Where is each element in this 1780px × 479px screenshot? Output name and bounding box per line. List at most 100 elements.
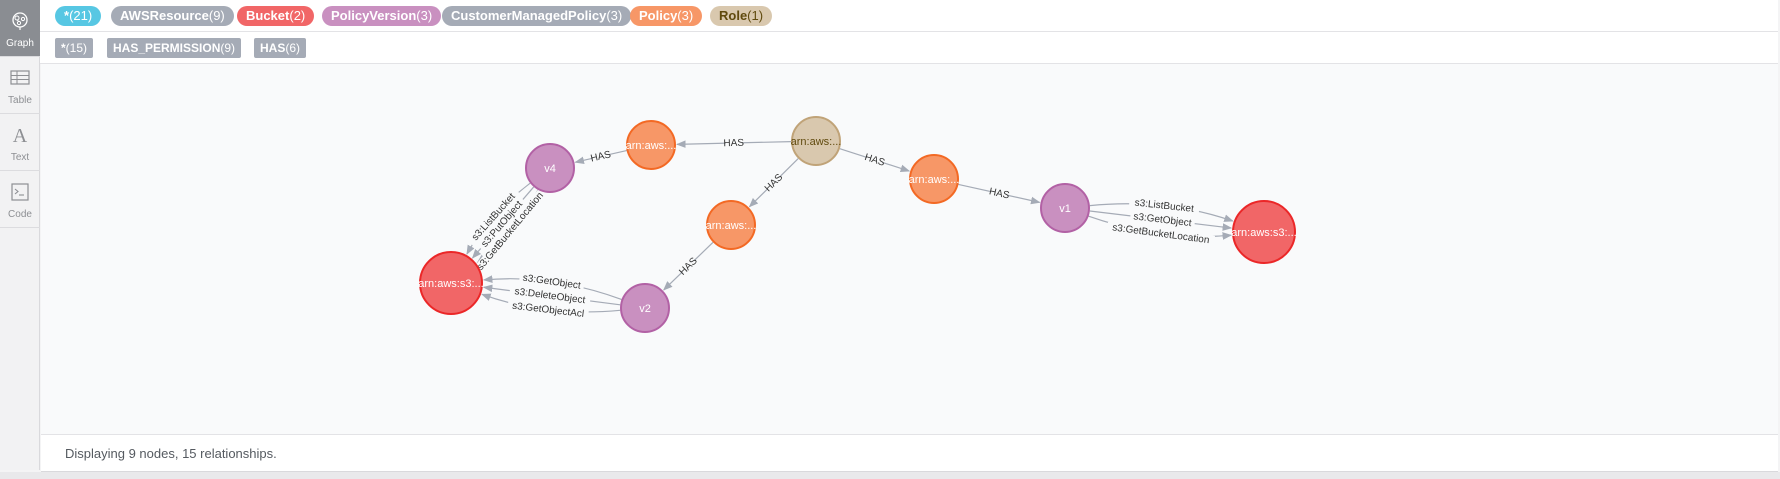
- frame-bottom-border: [0, 472, 1780, 479]
- pill-count: (21): [69, 8, 93, 23]
- edge-label-backing: [507, 300, 589, 320]
- status-bar: Displaying 9 nodes, 15 relationships.: [41, 434, 1778, 472]
- graph-node-v4[interactable]: v4: [525, 143, 575, 193]
- pill-name: PolicyVersion: [331, 8, 417, 23]
- node-circle[interactable]: [909, 154, 959, 204]
- node-label-pill-policyversion[interactable]: PolicyVersion(3): [322, 6, 442, 26]
- edge-label-backing: [1128, 197, 1200, 215]
- tag-name: HAS_PERMISSION: [113, 41, 221, 55]
- edge-label: HAS: [863, 152, 886, 169]
- graph-node-p2[interactable]: arn:aws:...: [706, 200, 757, 250]
- text-icon: A: [9, 124, 31, 146]
- pill-name: *: [64, 8, 70, 23]
- nodes-layer: arn:aws:... arn:aws:... arn:aws:... arn:aws…: [418, 116, 1297, 333]
- pill-count: (3): [677, 8, 694, 23]
- node-caption: v4: [544, 163, 556, 175]
- node-circle[interactable]: [419, 251, 483, 315]
- tag-count: (6): [285, 41, 301, 55]
- pill-name: CustomerManagedPolicy: [451, 8, 607, 23]
- view-mode-sidebar: Graph Table A Text Code: [0, 0, 40, 470]
- node-circle[interactable]: [626, 120, 676, 170]
- node-label-pill-awsresource[interactable]: AWSResource(9): [111, 6, 234, 26]
- result-summary: Displaying 9 nodes, 15 relationships.: [65, 446, 277, 461]
- edge-label-backing: [509, 285, 591, 306]
- edge-label: s3:GetBucketLocation: [1112, 222, 1210, 246]
- graph-node-p3[interactable]: arn:aws:...: [909, 154, 960, 204]
- node-label-pill-bucket[interactable]: Bucket(2): [237, 6, 315, 26]
- edge-label-backing: [865, 152, 885, 168]
- relationship-edge[interactable]: HAS: [839, 148, 911, 173]
- edge-label-backing: [764, 173, 783, 193]
- pill-count: (3): [416, 8, 433, 23]
- node-caption: v1: [1059, 203, 1071, 215]
- code-view-label: Code: [8, 209, 32, 220]
- pill-count: (3): [606, 8, 623, 23]
- text-view-button[interactable]: A Text: [0, 114, 40, 171]
- rel-type-tag-has-permission[interactable]: HAS_PERMISSION(9): [107, 38, 242, 58]
- edge-label-backing: [466, 187, 521, 247]
- node-caption: arn:aws:...: [909, 174, 960, 186]
- tag-name: HAS: [260, 41, 286, 55]
- node-label-pill-policy[interactable]: Policy(3): [630, 6, 703, 26]
- graph-node-role[interactable]: arn:aws:...: [791, 116, 842, 166]
- graph-node-v1[interactable]: v1: [1040, 183, 1090, 233]
- edge-label: HAS: [723, 138, 744, 150]
- rel-type-tag-has[interactable]: HAS(6): [254, 38, 307, 58]
- table-view-label: Table: [8, 95, 32, 106]
- node-circle[interactable]: [1232, 200, 1296, 264]
- node-circle[interactable]: [706, 200, 756, 250]
- graph-view-button[interactable]: Graph: [0, 0, 40, 57]
- edges-layer: HAS HAS HAS HAS HAS HAS s3:GetBucketLocation s3…: [466, 137, 1234, 320]
- edge-label-backing: [518, 272, 585, 292]
- relationship-edge[interactable]: HAS: [663, 241, 714, 291]
- node-caption: v2: [639, 303, 651, 315]
- table-view-button[interactable]: Table: [0, 57, 40, 114]
- graph-node-p1[interactable]: arn:aws:...: [626, 120, 677, 170]
- graph-node-b1[interactable]: arn:aws:s3:...: [418, 251, 484, 315]
- graph-canvas[interactable]: HAS HAS HAS HAS HAS HAS s3:GetBucketLocation s3…: [41, 64, 1778, 434]
- node-circle[interactable]: [791, 116, 841, 166]
- relationship-edge[interactable]: HAS: [748, 158, 799, 208]
- pill-name: Policy: [639, 8, 678, 23]
- edge-label-backing: [1129, 210, 1196, 229]
- relationship-edge[interactable]: HAS: [574, 149, 627, 165]
- node-caption: arn:aws:...: [706, 220, 757, 232]
- node-label-pill-all[interactable]: *(21): [55, 6, 102, 26]
- svg-text:A: A: [13, 125, 28, 145]
- edge-label-backing: [591, 149, 610, 164]
- node-labels-bar: *(21) AWSResource(9) Bucket(2) PolicyVer…: [40, 0, 1778, 32]
- pill-count: (1): [747, 8, 764, 23]
- text-view-label: Text: [10, 152, 30, 163]
- pill-name: AWSResource: [120, 8, 209, 23]
- node-caption: arn:aws:s3:...: [1231, 227, 1296, 239]
- edge-label-backing: [678, 257, 698, 276]
- code-view-button[interactable]: Code: [0, 171, 40, 228]
- relationship-edge[interactable]: HAS: [676, 137, 792, 150]
- relationship-edge[interactable]: HAS: [958, 183, 1041, 205]
- graph-view-label: Graph: [6, 38, 34, 49]
- pill-count: (9): [208, 8, 225, 23]
- graph-svg[interactable]: HAS HAS HAS HAS HAS HAS s3:GetBucketLocation s3…: [41, 64, 1778, 434]
- edge-label: HAS: [590, 149, 613, 164]
- tag-count: (15): [65, 41, 88, 55]
- node-label-pill-role[interactable]: Role(1): [710, 6, 773, 26]
- pill-name: Bucket: [246, 8, 290, 23]
- node-circle[interactable]: [1040, 183, 1090, 233]
- graph-node-v2[interactable]: v2: [620, 283, 670, 333]
- table-icon: [9, 67, 31, 89]
- relationship-edge[interactable]: s3:DeleteObject: [482, 284, 621, 307]
- tag-name: *: [61, 41, 66, 55]
- rel-type-tag-all[interactable]: *(15): [55, 38, 94, 58]
- relationship-types-bar: *(15) HAS_PERMISSION(9) HAS(6): [40, 32, 1778, 64]
- node-circle[interactable]: [525, 143, 575, 193]
- tag-count: (9): [220, 41, 236, 55]
- pill-count: (2): [289, 8, 306, 23]
- edge-label-backing: [725, 137, 742, 149]
- graph-node-b2[interactable]: arn:aws:s3:...: [1231, 200, 1297, 264]
- edge-label-backing: [471, 186, 549, 276]
- edge-label-backing: [990, 186, 1009, 201]
- edge-label-backing: [476, 196, 527, 252]
- node-circle[interactable]: [620, 283, 670, 333]
- node-label-pill-customermanagedpolicy[interactable]: CustomerManagedPolicy(3): [442, 6, 632, 26]
